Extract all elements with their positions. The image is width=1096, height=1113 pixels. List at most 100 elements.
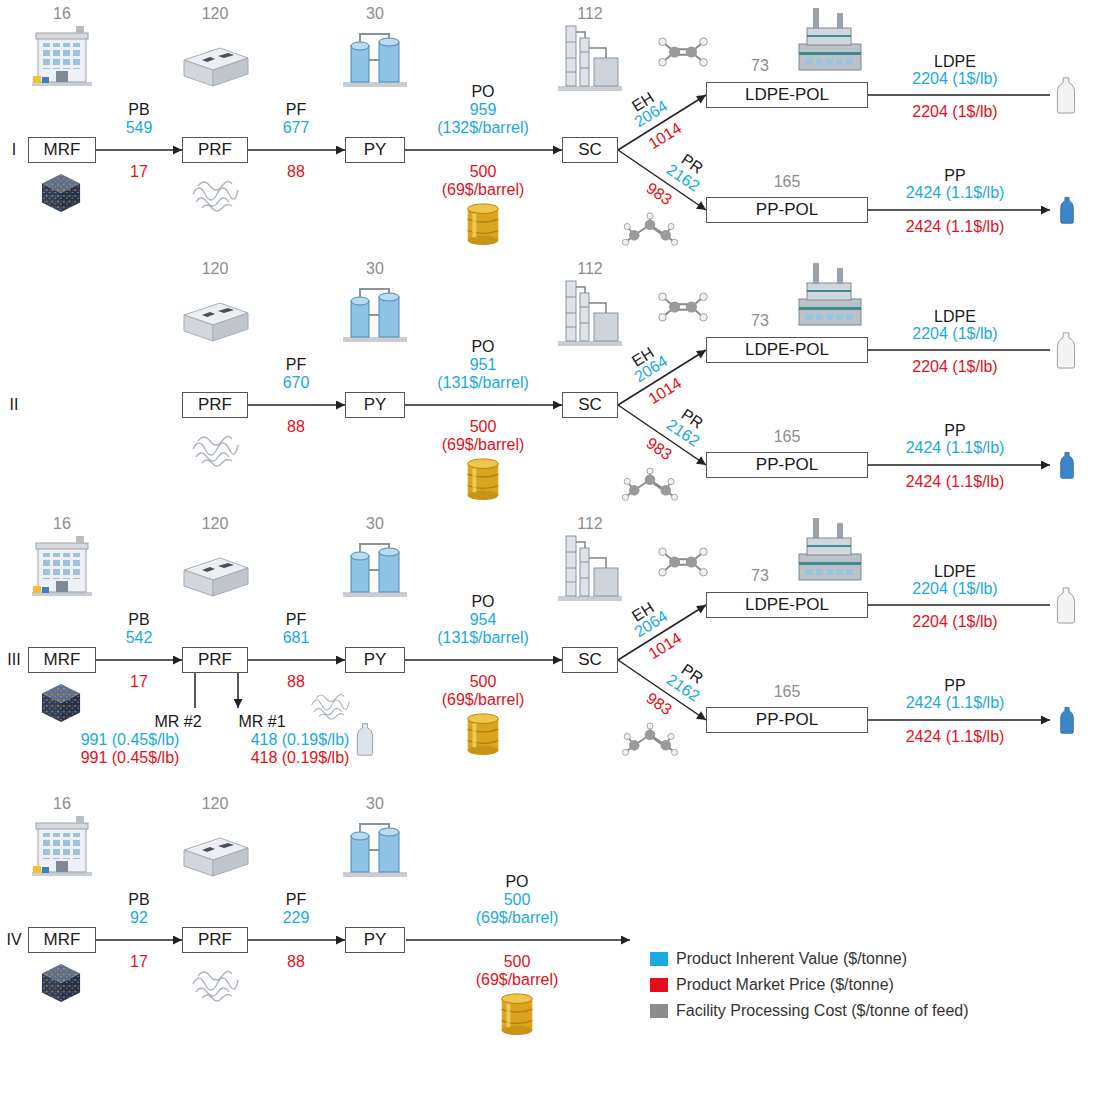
flake-icon <box>193 436 238 466</box>
market-price: 983 <box>643 434 675 464</box>
product-arrow <box>868 605 1050 720</box>
box-label: SC <box>578 141 602 160</box>
flow-arrow <box>96 149 182 151</box>
ldpe-bottle <box>1057 78 1074 113</box>
process-box: SC <box>562 392 618 418</box>
process-box: PY <box>345 137 405 163</box>
stream-name: PO <box>471 83 494 101</box>
bale-icon <box>42 964 80 1002</box>
polymer-plant-icon <box>799 518 861 580</box>
stream-name: PF <box>286 101 306 119</box>
legend-swatch <box>650 978 668 992</box>
flake-icon <box>193 181 238 211</box>
stream-name: PF <box>286 891 306 909</box>
prf-icon <box>184 303 248 341</box>
box-label: LDPE-POL <box>745 86 829 105</box>
box-label: PP-POL <box>756 711 818 730</box>
prf-icon <box>184 558 248 596</box>
box-label: PRF <box>198 651 232 670</box>
process-box: MRF <box>28 137 96 163</box>
inherent-value: (131$/barrel) <box>437 629 529 647</box>
process-box: PRF <box>182 927 248 953</box>
legend-text: Facility Processing Cost ($/tonne of fee… <box>676 1002 969 1020</box>
processing-cost: 73 <box>751 312 769 330</box>
legend-text: Product Market Price ($/tonne) <box>676 976 894 994</box>
inherent-value: 959 <box>470 101 497 119</box>
oil-barrel <box>502 994 533 1035</box>
inherent-value: 542 <box>126 629 153 647</box>
mrf-icon <box>32 816 92 876</box>
box-label: LDPE-POL <box>745 596 829 615</box>
processing-cost: 120 <box>202 5 229 23</box>
bale-icon <box>42 684 80 722</box>
product-name: III <box>7 651 20 669</box>
processing-cost: 16 <box>53 5 71 23</box>
row-illustration <box>32 518 1075 755</box>
row-illustration <box>184 263 1075 500</box>
legend-swatch <box>650 1004 668 1018</box>
box-label: SC <box>578 651 602 670</box>
flow-arrow <box>405 149 562 151</box>
box-label: PY <box>364 141 387 160</box>
market-price: 500 <box>470 673 497 691</box>
prf-icon <box>184 838 248 876</box>
product-name: LDPE <box>934 53 976 71</box>
product-name: I <box>12 141 16 159</box>
propylene-molecule <box>622 213 677 245</box>
box-label: MRF <box>44 931 81 950</box>
processing-cost: 112 <box>577 515 603 533</box>
box-label: LDPE-POL <box>745 341 829 360</box>
processing-cost: 112 <box>577 260 603 278</box>
pyrolysis-icon <box>343 824 407 877</box>
market-price: 2424 (1.1$/lb) <box>906 728 1005 746</box>
market-price: 2204 (1$/lb) <box>912 358 997 376</box>
process-box: PP-POL <box>706 197 868 223</box>
market-price: (69$/barrel) <box>442 436 525 454</box>
pp-bottle <box>1061 452 1074 478</box>
inherent-value: 677 <box>283 119 310 137</box>
processing-cost: 30 <box>366 795 384 813</box>
processing-cost: 30 <box>366 515 384 533</box>
market-price: 17 <box>130 163 148 181</box>
box-label: MRF <box>44 141 81 160</box>
market-price: 88 <box>287 953 305 971</box>
market-price: 88 <box>287 418 305 436</box>
inherent-value: 549 <box>126 119 153 137</box>
stream-name: PO <box>471 593 494 611</box>
inherent-value: 2204 (1$/lb) <box>912 70 997 88</box>
flow-arrow <box>405 404 562 406</box>
processing-cost: 30 <box>366 5 384 23</box>
inherent-value: 951 <box>470 356 497 374</box>
product-name: LDPE <box>934 563 976 581</box>
oil-barrel <box>468 459 499 500</box>
ethylene-molecule <box>659 38 708 66</box>
market-price: 418 (0.19$/lb) <box>251 749 350 767</box>
product-name: PP <box>944 167 965 185</box>
box-label: SC <box>578 396 602 415</box>
market-price: 500 <box>504 953 531 971</box>
market-price: 2424 (1.1$/lb) <box>906 473 1005 491</box>
inherent-value: 92 <box>130 909 148 927</box>
flow-arrow <box>248 939 345 941</box>
bale-icon <box>42 174 80 212</box>
cracker-icon <box>558 26 622 91</box>
box-label: PRF <box>198 931 232 950</box>
flow-arrow <box>618 405 706 465</box>
row-illustration <box>32 816 630 1035</box>
market-price: 2424 (1.1$/lb) <box>906 218 1005 236</box>
box-label: PRF <box>198 396 232 415</box>
flow-arrow <box>618 150 706 210</box>
product-arrow <box>868 95 1050 210</box>
box-label: PP-POL <box>756 201 818 220</box>
inherent-value: 418 (0.19$/lb) <box>251 731 350 749</box>
processing-cost: 120 <box>202 795 229 813</box>
inherent-value: 2424 (1.1$/lb) <box>906 439 1005 457</box>
market-price: 2204 (1$/lb) <box>912 613 997 631</box>
oil-barrel <box>468 714 499 755</box>
market-price: 983 <box>643 689 675 719</box>
prf-icon <box>184 48 248 86</box>
process-box: PY <box>345 647 405 673</box>
